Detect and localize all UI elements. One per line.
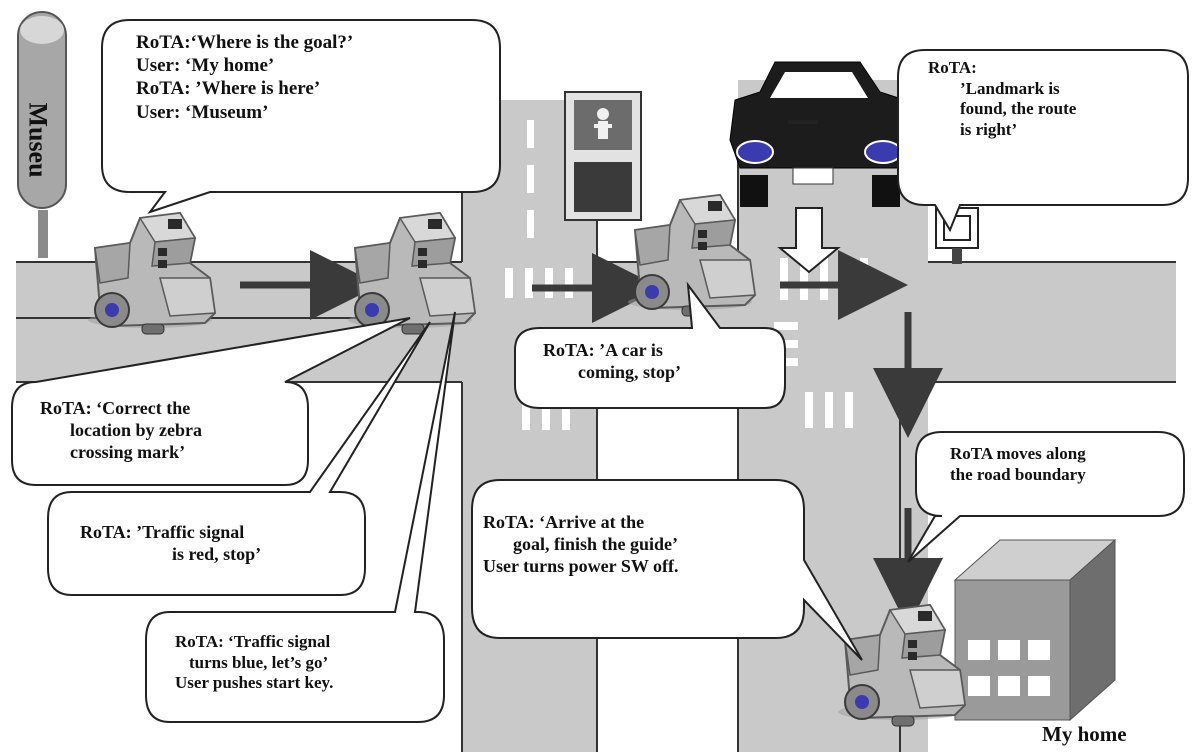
bubble-line: RoTA moves along [950, 444, 1086, 463]
bubble-line: User pushes start key. [175, 673, 334, 693]
robot-icon [87, 212, 216, 335]
bubble-line: User: ‘My home’ [136, 55, 275, 77]
bubble-line: User turns power SW off. [483, 555, 679, 576]
bubble-line: is right’ [960, 120, 1018, 140]
down-arrow-icon [777, 207, 841, 274]
bubble-line: RoTA:‘Where is the goal?’ [136, 32, 354, 53]
side-road [918, 300, 1176, 382]
bubble-line: goal, finish the guide’ [513, 533, 679, 554]
bubble-line: is red, stop’ [172, 543, 262, 564]
bubble-line: turns blue, let’s go’ [189, 652, 329, 672]
home-label: My home [1042, 722, 1127, 746]
bubble-line: RoTA: ‘Correct the [40, 398, 191, 418]
bubble-line: RoTA: ‘Arrive at the [483, 512, 645, 532]
car-coming-bubble: RoTA: ’A car is coming, stop’ [543, 340, 681, 384]
road-boundary-bubble: RoTA moves along the road boundary [950, 444, 1086, 485]
speech-bubbles [11, 19, 1189, 723]
start-dialogue-bubble: RoTA:‘Where is the goal?’ User: ‘My home… [136, 31, 353, 124]
arrive-goal-bubble: RoTA: ‘Arrive at the goal, finish the gu… [483, 512, 679, 578]
bubble-line: the road boundary [950, 464, 1086, 484]
bubble-line: RoTA: ’A car is [543, 340, 663, 360]
museum-pillar-icon [17, 11, 67, 258]
museum-label: Museu [12, 72, 64, 207]
bubble-line: RoTA: ’Traffic signal [80, 522, 245, 542]
bubble-line: User: ‘Museum’ [136, 101, 269, 123]
bubble-line: coming, stop’ [578, 361, 681, 382]
signal-blue-bubble: RoTA: ‘Traffic signal turns blue, let’s … [175, 632, 333, 694]
signal-red-bubble: RoTA: ’Traffic signal is red, stop’ [80, 522, 261, 566]
traffic-signal-icon [564, 91, 642, 221]
bubble-line: found, the route [960, 99, 1077, 119]
zebra-correction-bubble: RoTA: ‘Correct the location by zebra cro… [40, 398, 202, 464]
route-arrows [240, 250, 943, 628]
bubble-line: ’Landmark is [960, 78, 1060, 98]
museum-label-text: Museu [24, 101, 53, 178]
robot-icon [347, 212, 476, 335]
bubble-line: crossing mark’ [70, 441, 186, 462]
bubble-line: RoTA: ‘Traffic signal [175, 632, 331, 651]
landmark-found-bubble: RoTA: ’Landmark is found, the route is r… [928, 58, 1076, 141]
bubble-line: RoTA: ’Where is here’ [136, 78, 321, 100]
bubble-line: location by zebra [70, 419, 202, 440]
home-building-icon [953, 538, 1117, 722]
car-icon [729, 61, 911, 207]
bubble-line: RoTA: [928, 58, 977, 77]
